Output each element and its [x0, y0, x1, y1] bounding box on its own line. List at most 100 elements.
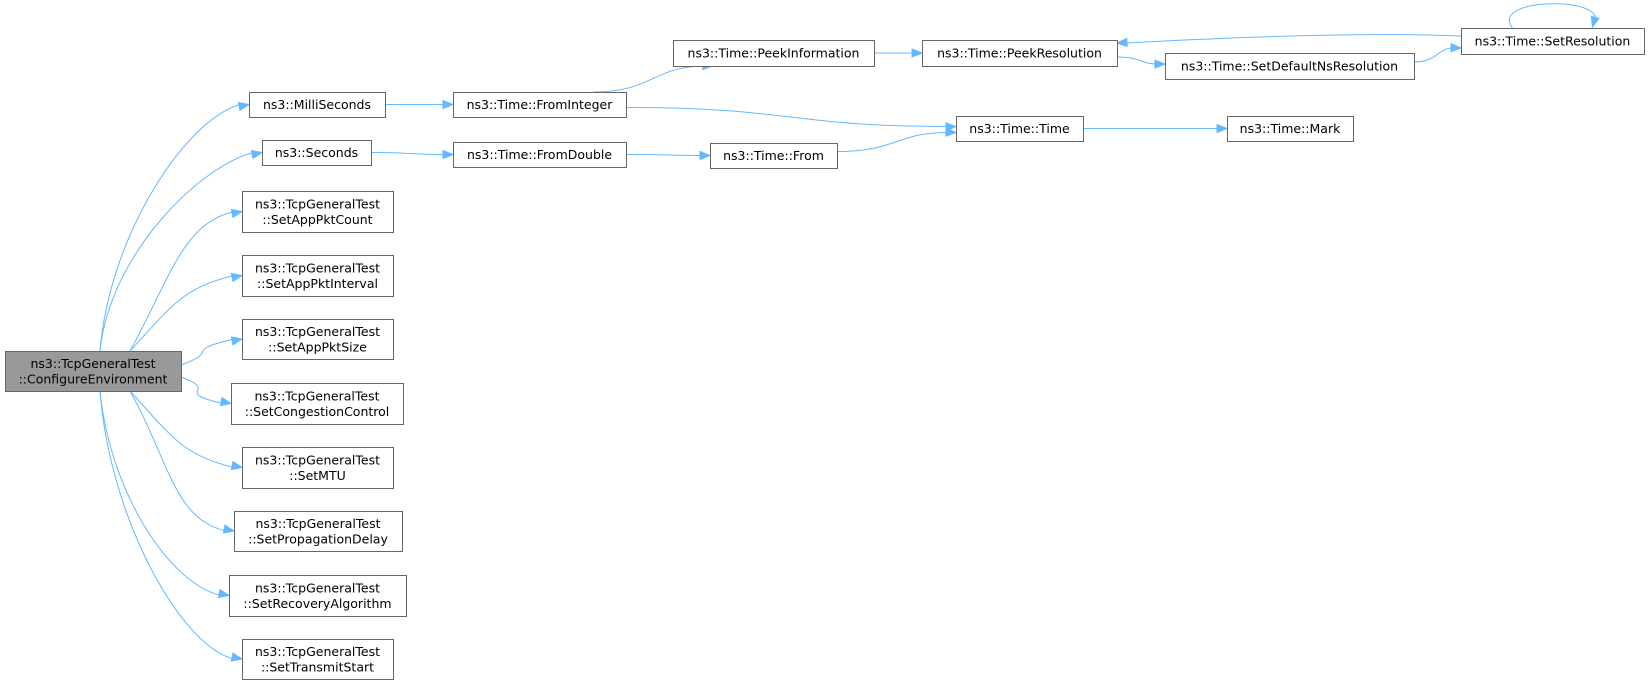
node-setres[interactable]: ns3::Time::SetResolution [1461, 28, 1645, 55]
node-label-root-1: ::ConfigureEnvironment [19, 371, 168, 386]
node-label-fromdouble-0: ns3::Time::FromDouble [467, 147, 612, 162]
edge-root-to-appinterval-arrowhead [230, 272, 244, 283]
node-label-mark-0: ns3::Time::Mark [1240, 121, 1341, 136]
edge-root-to-milli [99, 104, 242, 352]
node-box-seconds[interactable] [262, 140, 372, 166]
edge-root-to-congestion [180, 376, 224, 404]
node-label-time-0: ns3::Time::Time [969, 121, 1070, 136]
node-box-milli[interactable] [249, 92, 386, 118]
node-recovery[interactable]: ns3::TcpGeneralTest::SetRecoveryAlgorith… [229, 575, 407, 617]
node-box-mtu[interactable] [242, 447, 394, 489]
edge-root-to-propdelay-arrowhead [222, 524, 236, 534]
edge-root-to-recovery-arrowhead [217, 588, 231, 599]
node-label-appcount-0: ns3::TcpGeneralTest [255, 196, 380, 211]
edge-frominteger-to-peekinfo [592, 65, 706, 93]
node-label-setdefault-0: ns3::Time::SetDefaultNsResolution [1181, 59, 1398, 74]
node-box-transmit[interactable] [242, 639, 394, 680]
node-label-appinterval-1: ::SetAppPktInterval [257, 276, 378, 291]
node-label-propdelay-1: ::SetPropagationDelay [248, 531, 388, 546]
node-box-from[interactable] [710, 143, 838, 169]
edge-root-to-transmit [99, 390, 235, 660]
node-box-congestion[interactable] [231, 383, 404, 425]
node-label-recovery-0: ns3::TcpGeneralTest [255, 580, 380, 595]
node-box-frominteger[interactable] [453, 92, 627, 118]
edge-layer [99, 3, 1600, 662]
node-frominteger[interactable]: ns3::Time::FromInteger [453, 92, 627, 118]
node-box-setdefault[interactable] [1165, 53, 1415, 80]
node-fromdouble[interactable]: ns3::Time::FromDouble [453, 142, 627, 168]
edge-root-to-appinterval [129, 275, 235, 352]
edge-root-to-appsize-arrowhead [230, 336, 244, 346]
node-appcount[interactable]: ns3::TcpGeneralTest::SetAppPktCount [242, 191, 394, 233]
edge-root-to-transmit-arrowhead [230, 652, 244, 662]
node-label-frominteger-0: ns3::Time::FromInteger [467, 97, 614, 112]
node-box-recovery[interactable] [229, 575, 407, 617]
node-peekres[interactable]: ns3::Time::PeekResolution [922, 40, 1118, 67]
edge-root-to-seconds-arrowhead [250, 149, 264, 160]
edge-setres-to-setres [1508, 3, 1597, 29]
node-box-appinterval[interactable] [242, 255, 394, 297]
node-box-peekres[interactable] [922, 40, 1118, 67]
node-mark[interactable]: ns3::Time::Mark [1227, 116, 1354, 142]
node-congestion[interactable]: ns3::TcpGeneralTest::SetCongestionContro… [231, 383, 404, 425]
node-from[interactable]: ns3::Time::From [710, 143, 838, 169]
node-milli[interactable]: ns3::MilliSeconds [249, 92, 386, 118]
node-appsize[interactable]: ns3::TcpGeneralTest::SetAppPktSize [242, 319, 394, 360]
node-label-recovery-1: ::SetRecoveryAlgorithm [243, 596, 391, 611]
node-label-congestion-0: ns3::TcpGeneralTest [254, 388, 379, 403]
node-box-time[interactable] [956, 116, 1084, 142]
edge-seconds-to-fromdouble-arrowhead [442, 149, 455, 160]
edge-root-to-milli-arrowhead [237, 101, 251, 112]
node-label-appinterval-0: ns3::TcpGeneralTest [255, 260, 380, 275]
node-box-propdelay[interactable] [234, 511, 403, 552]
node-label-appsize-1: ::SetAppPktSize [268, 339, 367, 354]
node-label-mtu-0: ns3::TcpGeneralTest [255, 452, 380, 467]
node-transmit[interactable]: ns3::TcpGeneralTest::SetTransmitStart [242, 639, 394, 680]
edge-root-to-appcount [129, 211, 235, 352]
edge-root-to-propdelay [129, 390, 227, 532]
edge-setdefault-to-setres [1413, 47, 1454, 63]
node-label-propdelay-0: ns3::TcpGeneralTest [255, 516, 380, 531]
node-label-appsize-0: ns3::TcpGeneralTest [255, 324, 380, 339]
edge-root-to-recovery [99, 390, 222, 596]
node-box-fromdouble[interactable] [453, 142, 627, 168]
node-box-root[interactable] [5, 351, 182, 392]
node-box-mark[interactable] [1227, 116, 1354, 142]
node-layer: ns3::TcpGeneralTest::ConfigureEnvironmen… [5, 28, 1645, 680]
edge-peekinfo-to-peekres-arrowhead [911, 48, 924, 58]
edge-peekres-to-setdefault-arrowhead [1154, 59, 1167, 69]
edge-milli-to-frominteger-arrowhead [442, 99, 455, 110]
node-box-setres[interactable] [1461, 28, 1645, 55]
node-label-peekinfo-0: ns3::Time::PeekInformation [688, 46, 860, 61]
edge-root-to-appsize [180, 338, 235, 366]
edge-peekres-to-setdefault [1116, 56, 1158, 65]
edge-fromdouble-to-from [625, 154, 703, 156]
node-label-setres-0: ns3::Time::SetResolution [1475, 34, 1631, 49]
node-label-mtu-1: ::SetMTU [289, 468, 346, 483]
node-seconds[interactable]: ns3::Seconds [262, 140, 372, 166]
node-box-appcount[interactable] [242, 191, 394, 233]
node-time[interactable]: ns3::Time::Time [956, 116, 1084, 142]
edge-seconds-to-fromdouble [370, 152, 446, 155]
node-label-seconds-0: ns3::Seconds [275, 145, 358, 160]
node-label-transmit-0: ns3::TcpGeneralTest [255, 644, 380, 659]
node-appinterval[interactable]: ns3::TcpGeneralTest::SetAppPktInterval [242, 255, 394, 297]
edge-time-to-mark-arrowhead [1216, 123, 1229, 134]
edge-setres-to-peekres-arrowhead [1115, 37, 1128, 48]
node-root[interactable]: ns3::TcpGeneralTest::ConfigureEnvironmen… [5, 351, 182, 392]
node-label-root-0: ns3::TcpGeneralTest [30, 356, 155, 371]
edge-from-to-time [836, 132, 949, 152]
node-setdefault[interactable]: ns3::Time::SetDefaultNsResolution [1165, 53, 1415, 80]
node-box-peekinfo[interactable] [673, 40, 875, 67]
edge-root-to-mtu-arrowhead [230, 460, 244, 471]
edge-root-to-appcount-arrowhead [230, 208, 244, 219]
edge-root-to-congestion-arrowhead [219, 396, 233, 407]
node-mtu[interactable]: ns3::TcpGeneralTest::SetMTU [242, 447, 394, 489]
node-peekinfo[interactable]: ns3::Time::PeekInformation [673, 40, 875, 67]
edge-from-to-time-arrowhead [945, 127, 958, 137]
node-propdelay[interactable]: ns3::TcpGeneralTest::SetPropagationDelay [234, 511, 403, 552]
node-box-appsize[interactable] [242, 319, 394, 360]
edge-setres-to-peekres [1126, 34, 1462, 44]
edge-root-to-mtu [129, 390, 235, 468]
